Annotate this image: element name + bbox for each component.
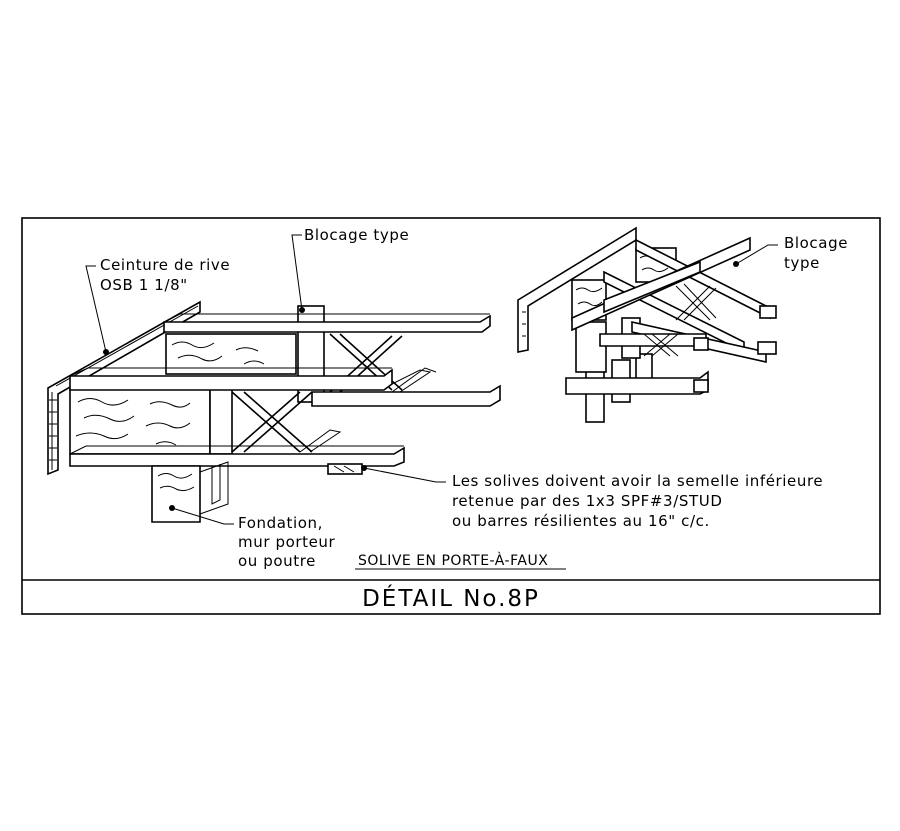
- drawing-frame: [21, 217, 881, 615]
- blocking-front: [69, 387, 211, 455]
- rim-board-right: [517, 226, 637, 353]
- detail-subtitle: SOLIVE EN PORTE-À-FAUX: [358, 552, 548, 569]
- label-rim-2: OSB 1 1/8": [100, 276, 188, 294]
- label-foundation-1: Fondation,: [238, 514, 323, 532]
- joist-lower: [69, 446, 405, 467]
- blocking-iso-view: [517, 226, 777, 423]
- label-foundation-2: mur porteur: [238, 533, 336, 551]
- label-foundation-3: ou poutre: [238, 552, 316, 570]
- detail-title: DÉTAIL No.8P: [362, 584, 540, 612]
- cantilever-joist-view: [47, 300, 501, 523]
- label-blocking-right-2: type: [784, 254, 820, 272]
- label-rim-1: Ceinture de rive: [100, 256, 230, 274]
- blocking-back: [165, 333, 297, 375]
- bottom-strap: [327, 463, 363, 475]
- label-note-2: retenue par des 1x3 SPF#3/STUD: [452, 492, 722, 510]
- label-note-1: Les solives doivent avoir la semelle inf…: [452, 472, 823, 490]
- label-blocking-left: Blocage type: [304, 226, 409, 244]
- rim-board: [47, 300, 201, 476]
- label-note-3: ou barres résilientes au 16" c/c.: [452, 512, 710, 530]
- joist-upper: [163, 314, 491, 333]
- leader-lines: [85, 234, 778, 570]
- foundation-post: [151, 465, 201, 523]
- label-blocking-right-1: Blocage: [784, 234, 848, 252]
- joist-middle-ext: [311, 384, 501, 407]
